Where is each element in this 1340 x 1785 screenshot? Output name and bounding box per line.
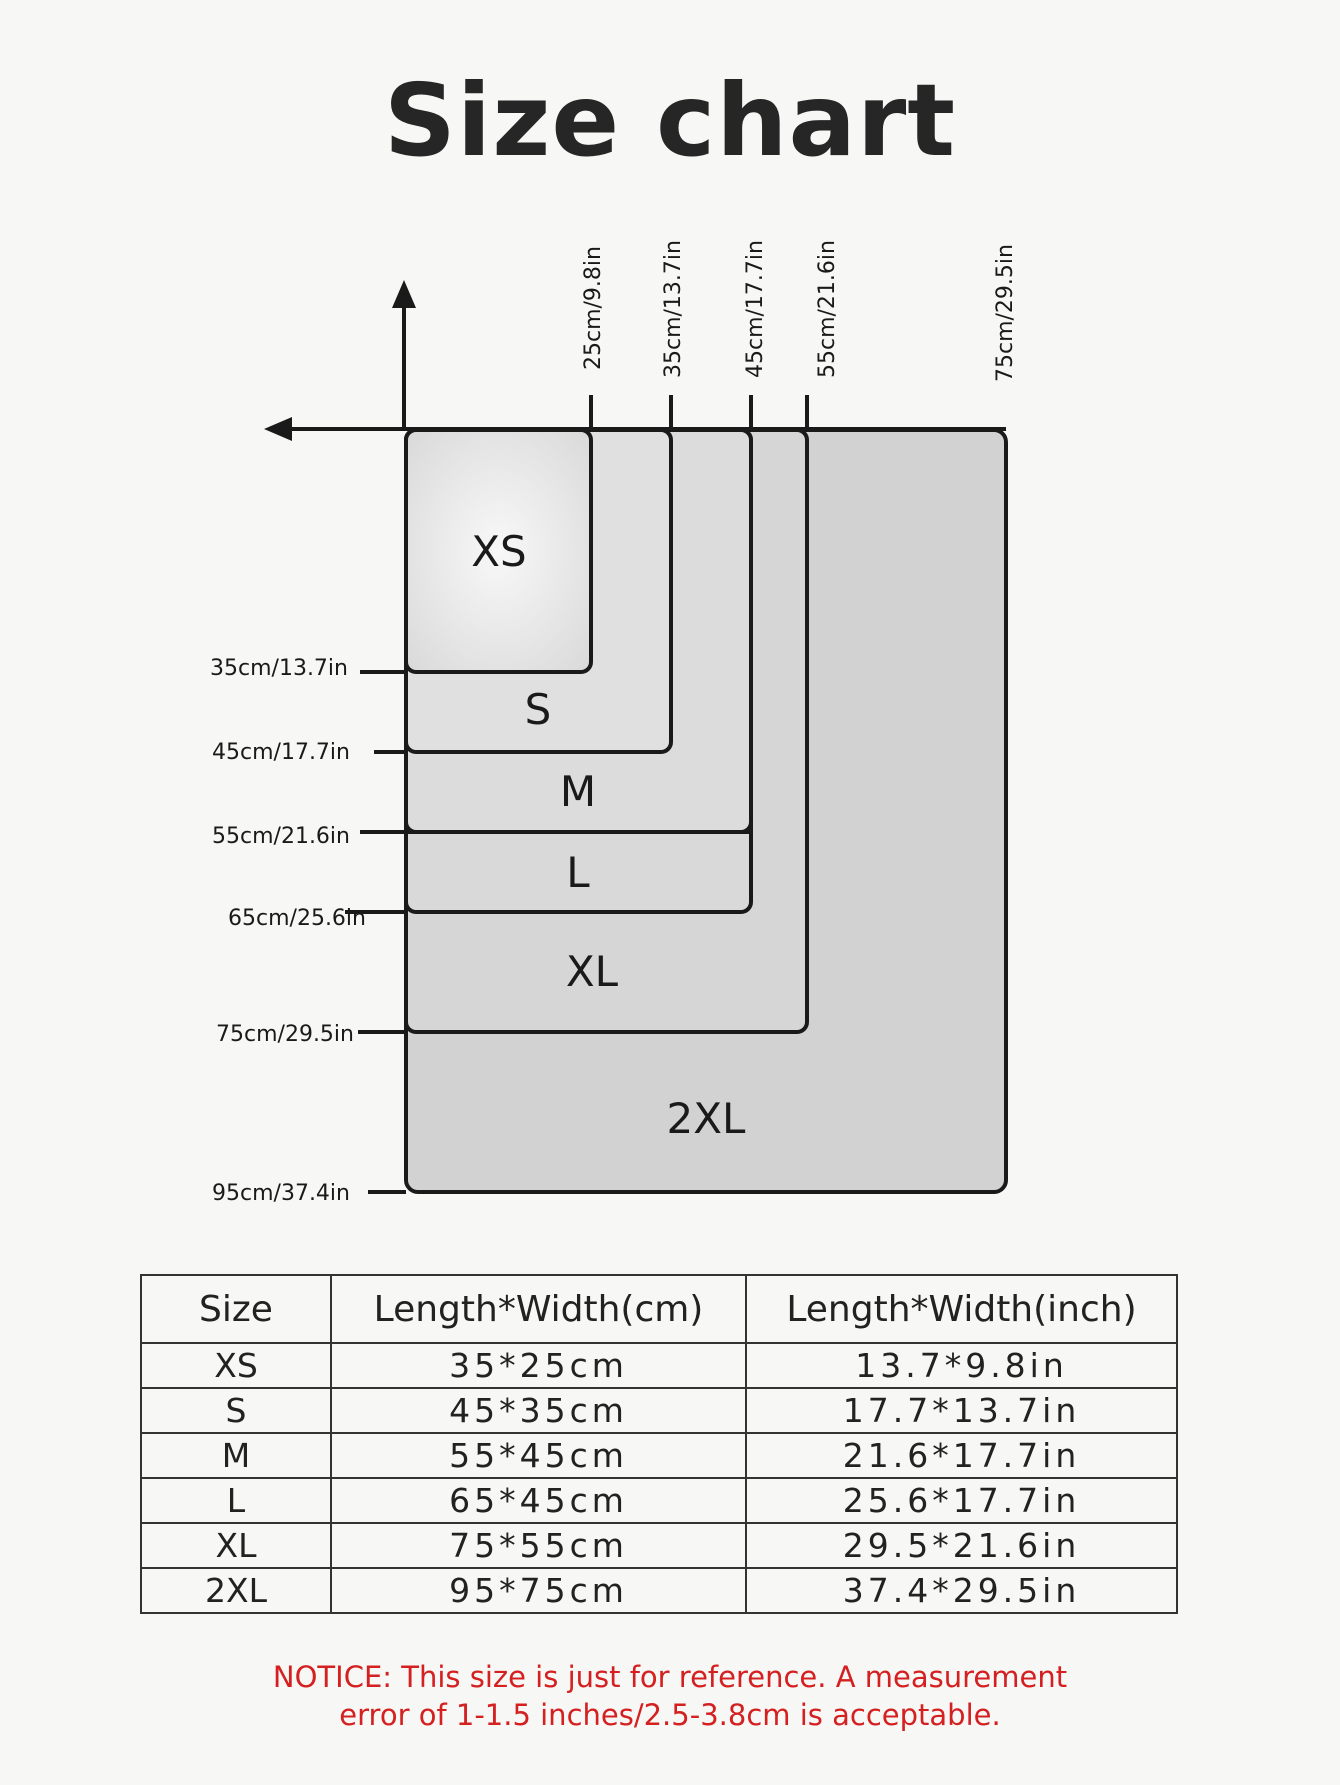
table-row: 2XL 95*75cm 37.4*29.5in: [140, 1567, 1178, 1614]
table-cell-inch: 37.4*29.5in: [745, 1567, 1178, 1614]
table-row: S 45*35cm 17.7*13.7in: [140, 1387, 1178, 1434]
table-cell-inch: 25.6*17.7in: [745, 1477, 1178, 1524]
table-cell-cm: 95*75cm: [330, 1567, 747, 1614]
table-header: Size: [140, 1274, 332, 1344]
size-label-l: L: [566, 848, 590, 897]
size-label-m: M: [560, 767, 596, 816]
length-label: 55cm/21.6in: [212, 824, 350, 849]
table-cell-size: S: [140, 1387, 332, 1434]
notice-line-1: NOTICE: This size is just for reference.…: [272, 1660, 1068, 1694]
horizontal-axis-arrow-icon: [264, 417, 292, 441]
table-header-row: Size Length*Width(cm) Length*Width(inch): [140, 1274, 1178, 1344]
table-cell-size: XS: [140, 1342, 332, 1389]
table-cell-cm: 65*45cm: [330, 1477, 747, 1524]
table-cell-cm: 75*55cm: [330, 1522, 747, 1569]
length-label: 35cm/13.7in: [210, 656, 348, 681]
table-cell-inch: 13.7*9.8in: [745, 1342, 1178, 1389]
table-cell-cm: 35*25cm: [330, 1342, 747, 1389]
size-label-xs: XS: [471, 527, 526, 576]
width-label: 55cm/21.6in: [815, 240, 840, 378]
width-label: 35cm/13.7in: [661, 240, 686, 378]
table-cell-size: 2XL: [140, 1567, 332, 1614]
table-cell-cm: 55*45cm: [330, 1432, 747, 1479]
size-table: Size Length*Width(cm) Length*Width(inch)…: [140, 1274, 1178, 1614]
table-row: M 55*45cm 21.6*17.7in: [140, 1432, 1178, 1479]
table-cell-cm: 45*35cm: [330, 1387, 747, 1434]
size-diagram: 25cm/9.8in 35cm/13.7in 45cm/17.7in 55cm/…: [210, 240, 1018, 1206]
size-label-xl: XL: [566, 947, 619, 996]
width-label: 45cm/17.7in: [743, 240, 768, 378]
vertical-axis-arrow-icon: [392, 280, 416, 308]
width-label: 25cm/9.8in: [581, 246, 606, 370]
table-row: XL 75*55cm 29.5*21.6in: [140, 1522, 1178, 1569]
table-header: Length*Width(cm): [330, 1274, 747, 1344]
length-label: 45cm/17.7in: [212, 740, 350, 765]
length-label: 95cm/37.4in: [212, 1181, 350, 1206]
length-label: 75cm/29.5in: [216, 1022, 354, 1047]
notice-line-2: error of 1-1.5 inches/2.5-3.8cm is accep…: [339, 1698, 1001, 1732]
table-cell-inch: 29.5*21.6in: [745, 1522, 1178, 1569]
table-cell-inch: 21.6*17.7in: [745, 1432, 1178, 1479]
table-cell-size: XL: [140, 1522, 332, 1569]
length-label: 65cm/25.6in: [228, 906, 366, 931]
size-label-s: S: [525, 685, 552, 734]
table-row: XS 35*25cm 13.7*9.8in: [140, 1342, 1178, 1389]
table-row: L 65*45cm 25.6*17.7in: [140, 1477, 1178, 1524]
table-cell-size: L: [140, 1477, 332, 1524]
table-header: Length*Width(inch): [745, 1274, 1178, 1344]
page-title: Size chart: [383, 62, 957, 179]
size-label-2xl: 2XL: [667, 1094, 746, 1143]
table-cell-inch: 17.7*13.7in: [745, 1387, 1178, 1434]
width-label: 75cm/29.5in: [993, 244, 1018, 382]
notice-text: NOTICE: This size is just for reference.…: [0, 1658, 1340, 1734]
table-cell-size: M: [140, 1432, 332, 1479]
